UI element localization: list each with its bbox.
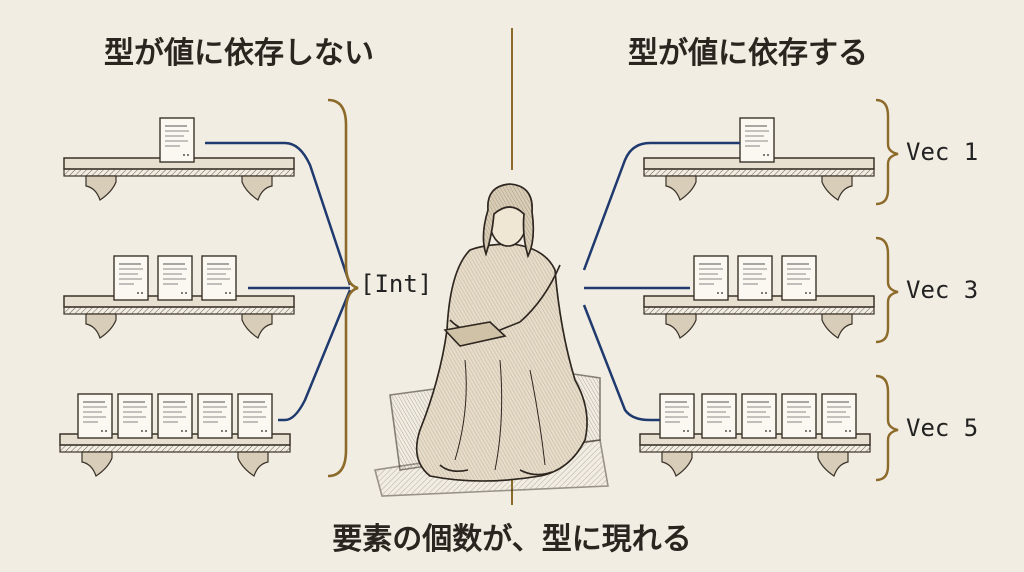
left-shelf-1	[63, 117, 295, 201]
right-heading: 型が値に依存する	[628, 36, 868, 71]
left-heading: 型が値に依存しない	[104, 36, 374, 71]
vec-1-label: Vec 1	[906, 138, 979, 166]
left-shelf-2	[63, 255, 295, 339]
left-connectors	[205, 141, 352, 422]
right-shelf-1	[643, 117, 875, 201]
left-brace	[327, 98, 359, 478]
right-braces	[875, 98, 899, 482]
reader-figure	[373, 183, 609, 497]
vec-3-label: Vec 3	[906, 276, 979, 304]
right-shelf-3	[639, 393, 871, 477]
vec-5-label: Vec 5	[906, 414, 979, 442]
right-connectors	[582, 141, 740, 422]
bottom-caption: 要素の個数が、型に現れる	[332, 522, 692, 557]
left-shelf-3	[59, 393, 291, 477]
untyped-list-label: [Int]	[360, 270, 433, 298]
right-shelf-2	[643, 255, 875, 339]
